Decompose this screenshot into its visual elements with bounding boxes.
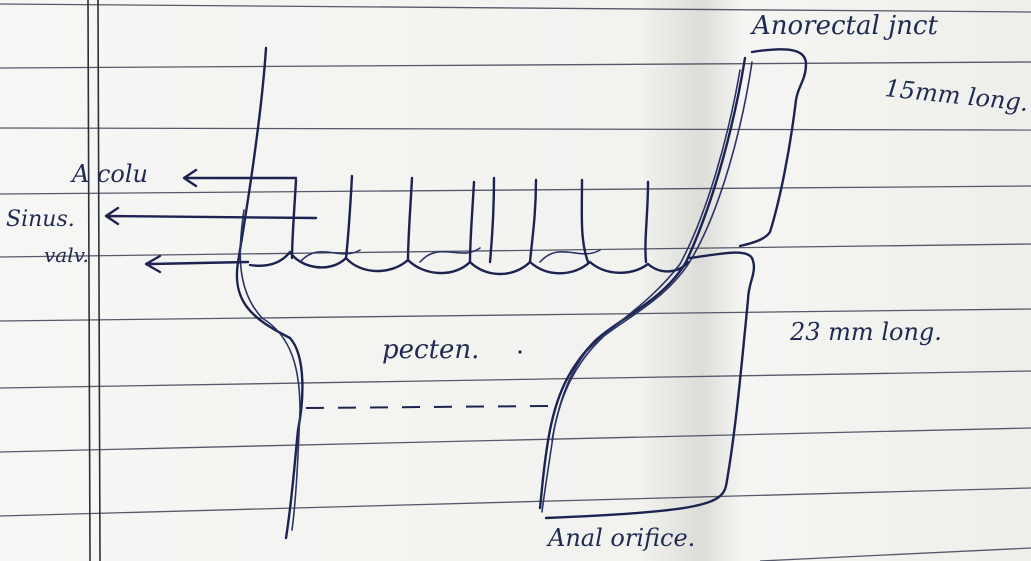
valve-label: valv. <box>44 243 89 267</box>
sinus-label: Sinus. <box>6 207 75 232</box>
anal-column-label: A colu <box>70 160 148 188</box>
pecten-label: pecten. <box>382 335 479 365</box>
ink-dot <box>518 350 521 353</box>
anorectal-junction-label: Anorectal jnct <box>750 11 938 41</box>
lower-length-label: 23 mm long. <box>789 318 942 346</box>
anal-orifice-label: Anal orifice. <box>546 524 695 552</box>
